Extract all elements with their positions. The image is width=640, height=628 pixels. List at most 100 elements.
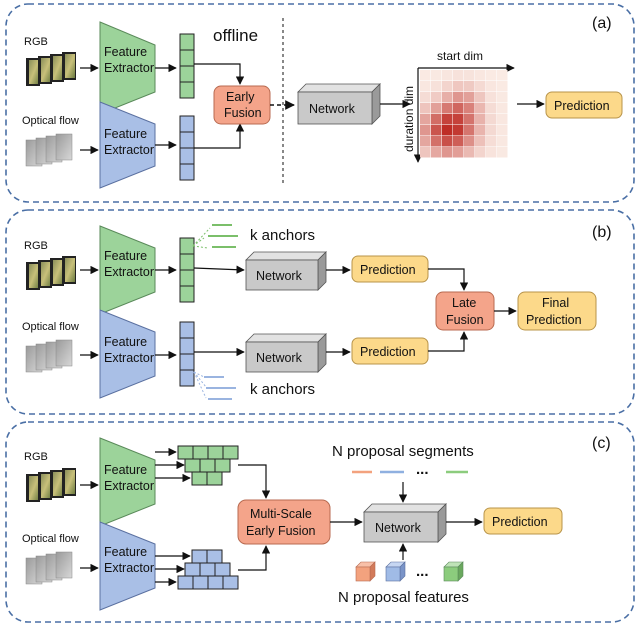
prediction-box-b-rgb: Prediction [351, 255, 429, 283]
svg-text:Prediction: Prediction [360, 263, 416, 277]
svg-text:Prediction: Prediction [554, 99, 610, 113]
panel-b-tag: (b) [592, 224, 612, 241]
heatmap-cell [442, 70, 453, 81]
heatmap-cell [475, 147, 486, 158]
rgb-frames [26, 256, 76, 290]
heatmap-cell [464, 70, 475, 81]
svg-text:Feature: Feature [104, 545, 147, 559]
prediction-box-a: Prediction [545, 91, 623, 119]
panel-b-border [5, 209, 635, 415]
heatmap-cell [431, 136, 442, 147]
svg-text:Network: Network [256, 351, 303, 365]
heatmap-cell [453, 125, 464, 136]
multi-scale-fusion-box: Multi-Scale Early Fusion [237, 499, 331, 545]
heatmap-cell [475, 81, 486, 92]
heatmap-cell [453, 136, 464, 147]
heatmap-cell [431, 114, 442, 125]
panel-a-border [5, 3, 635, 203]
duration-dim-label: duration dim [402, 86, 416, 152]
rgb-input-label: RGB [24, 240, 48, 252]
features-ellipsis: ... [416, 563, 429, 580]
heatmap-cell [464, 92, 475, 103]
heatmap-cell [420, 147, 431, 158]
heatmap-cell [497, 70, 508, 81]
final-prediction-box: Final Prediction [517, 291, 597, 331]
svg-text:Multi-Scale: Multi-Scale [250, 507, 312, 521]
heatmap-cell [497, 136, 508, 147]
svg-text:Fusion: Fusion [224, 106, 262, 120]
heatmap-cell [475, 136, 486, 147]
heatmap-cell [475, 114, 486, 125]
rgb-input-label: RGB [24, 451, 48, 463]
svg-text:Prediction: Prediction [526, 313, 582, 327]
svg-text:Feature: Feature [104, 127, 147, 141]
heatmap-cell [442, 81, 453, 92]
network-box-b-rgb: Network [245, 251, 327, 291]
svg-text:Feature: Feature [104, 463, 147, 477]
svg-text:Prediction: Prediction [360, 345, 416, 359]
svg-text:Fusion: Fusion [446, 313, 484, 327]
rgb-feature-extractor: Feature Extractor [99, 21, 156, 115]
heatmap-cell [420, 92, 431, 103]
panel-c-tag: (c) [592, 435, 611, 452]
svg-text:Network: Network [375, 521, 422, 535]
panel-c-border [5, 421, 635, 623]
heatmap-cell [453, 147, 464, 158]
heatmap-cell [486, 70, 497, 81]
svg-text:Extractor: Extractor [104, 561, 154, 575]
heatmap-cell [486, 136, 497, 147]
heatmap-cell [497, 114, 508, 125]
heatmap-cell [431, 125, 442, 136]
proposal-features-label: N proposal features [338, 589, 469, 606]
heatmap-cell [497, 81, 508, 92]
heatmap-cell [431, 81, 442, 92]
rgb-feature-pyramid [177, 445, 239, 486]
heatmap-cell [464, 114, 475, 125]
svg-text:Network: Network [256, 269, 303, 283]
flow-frames [25, 133, 73, 167]
svg-text:Feature: Feature [104, 335, 147, 349]
rgb-anchors [192, 224, 238, 249]
heatmap-cell [453, 114, 464, 125]
rgb-frames [26, 52, 76, 86]
flow-input-label: Optical flow [22, 115, 79, 127]
heatmap-cell [497, 92, 508, 103]
heatmap-cell [486, 114, 497, 125]
svg-text:Late: Late [452, 296, 476, 310]
rgb-input-label: RGB [24, 36, 48, 48]
heatmap-cell [497, 147, 508, 158]
heatmap-cell [453, 92, 464, 103]
panel-a-tag: (a) [592, 15, 612, 32]
heatmap-cell [431, 70, 442, 81]
heatmap-cell [442, 103, 453, 114]
flow-feature-extractor: Feature Extractor [99, 521, 156, 611]
rgb-feature-vector [179, 237, 195, 303]
proposal-segments-label: N proposal segments [332, 443, 474, 460]
heatmap-cell [464, 81, 475, 92]
svg-text:Network: Network [309, 102, 356, 116]
heatmap-cell [497, 103, 508, 114]
heatmap-cell [464, 147, 475, 158]
network-box-c: Network [363, 503, 447, 543]
start-dim-label: start dim [437, 49, 483, 63]
rgb-feature-extractor: Feature Extractor [99, 225, 156, 315]
flow-input-label: Optical flow [22, 321, 79, 333]
network-box-b-flow: Network [245, 333, 327, 373]
svg-text:Prediction: Prediction [492, 515, 548, 529]
rgb-feature-extractor: Feature Extractor [99, 437, 156, 527]
heatmap-cell [486, 147, 497, 158]
proposal-features [355, 561, 464, 582]
heatmap-cell [453, 70, 464, 81]
prediction-box-b-flow: Prediction [351, 337, 429, 365]
heatmap-cell [420, 70, 431, 81]
svg-text:Early: Early [226, 90, 255, 104]
heatmap-cell [486, 81, 497, 92]
flow-frames [25, 339, 73, 373]
svg-text:Feature: Feature [104, 249, 147, 263]
flow-feature-vector [179, 115, 195, 181]
flow-feature-extractor: Feature Extractor [99, 309, 156, 399]
heatmap-cell [431, 147, 442, 158]
svg-text:Final: Final [542, 296, 569, 310]
early-fusion-box: Early Fusion [213, 85, 271, 125]
